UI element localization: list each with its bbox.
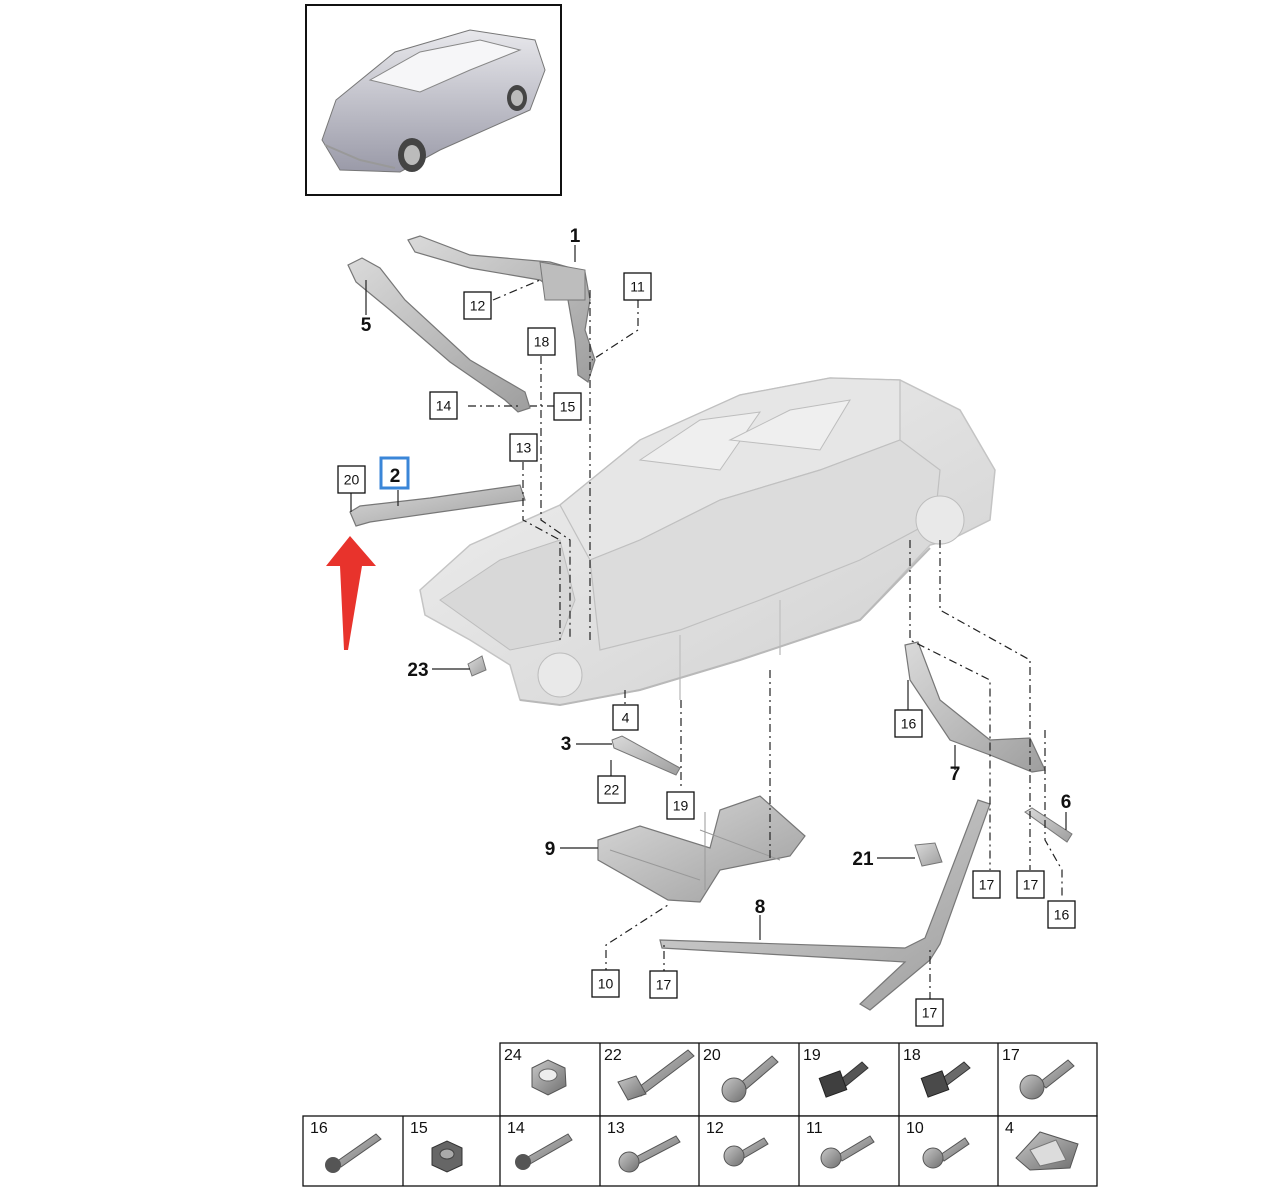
nut-15-icon <box>431 1140 463 1173</box>
grid-label-13: 13 <box>607 1120 625 1137</box>
bolt-16-icon <box>325 1133 382 1173</box>
svg-text:15: 15 <box>560 399 576 415</box>
svg-text:14: 14 <box>436 398 452 414</box>
part-2-brace <box>349 484 526 527</box>
svg-text:20: 20 <box>344 472 360 488</box>
callout-2: 2 <box>390 466 401 487</box>
boxed-callout-17: 17 <box>915 998 944 1027</box>
body-shell <box>419 377 996 707</box>
svg-text:17: 17 <box>922 1005 938 1021</box>
boxed-callout-18: 18 <box>527 327 556 356</box>
boxed-callout-10: 10 <box>591 969 620 998</box>
svg-text:17: 17 <box>979 877 995 893</box>
bolt-12-icon <box>723 1137 769 1167</box>
svg-text:19: 19 <box>673 798 689 814</box>
svg-text:11: 11 <box>630 279 645 295</box>
callout-1: 1 <box>570 226 581 247</box>
bolt-14-icon <box>515 1133 573 1170</box>
part-1-strut-tower-brace <box>407 235 596 383</box>
boxed-callout-17: 17 <box>972 870 1001 899</box>
grid-label-4: 4 <box>1005 1120 1014 1137</box>
callouts-bold: 1 2 3 5 6 7 8 9 21 23 <box>361 226 1072 918</box>
boxed-callout-17: 17 <box>1016 870 1045 899</box>
svg-text:16: 16 <box>1054 907 1070 923</box>
callouts-boxed: 4 10 11 12 13 14 15 16 16 17 17 17 17 18… <box>337 272 1076 1027</box>
svg-text:16: 16 <box>901 716 917 732</box>
boxed-callout-12: 12 <box>463 291 492 320</box>
part-8-cross-brace <box>659 799 991 1011</box>
svg-text:13: 13 <box>516 440 532 456</box>
bolt-19-icon <box>818 1061 869 1098</box>
bolt-13-icon <box>618 1135 681 1173</box>
grid-label-22: 22 <box>604 1047 622 1064</box>
part-7-rear-brace <box>904 641 1046 773</box>
boxed-callout-11: 11 <box>623 272 652 301</box>
grid-label-15: 15 <box>410 1120 428 1137</box>
bolt-20-icon <box>721 1055 779 1103</box>
boxed-callout-19: 19 <box>666 791 695 820</box>
svg-text:22: 22 <box>604 782 620 798</box>
boxed-callout-16: 16 <box>1047 900 1076 929</box>
solid-leaders <box>350 245 1067 940</box>
svg-text:18: 18 <box>534 334 550 350</box>
part-9-underbody-plate <box>597 795 806 903</box>
svg-text:4: 4 <box>622 710 630 726</box>
part-6-rod <box>1024 807 1073 843</box>
grid-label-19: 19 <box>803 1047 821 1064</box>
clip-nut-4-icon <box>1015 1131 1079 1171</box>
part-21-bracket <box>914 842 943 867</box>
grid-label-12: 12 <box>706 1120 724 1137</box>
svg-text:12: 12 <box>470 298 486 314</box>
callout-7: 7 <box>950 764 961 785</box>
boxed-callout-22: 22 <box>597 775 626 804</box>
fastener-grid: 24 22 20 19 18 17 16 15 14 13 12 11 10 4 <box>302 1042 1098 1187</box>
part-3-strip <box>611 735 681 776</box>
leader-lines <box>468 279 1063 1000</box>
callout-21: 21 <box>852 849 874 870</box>
callout-8: 8 <box>755 897 766 918</box>
callout-6: 6 <box>1061 792 1072 813</box>
grid-label-24: 24 <box>504 1047 522 1064</box>
bolt-22-icon <box>617 1049 695 1101</box>
part-5-brace <box>347 257 531 413</box>
grid-label-11: 11 <box>806 1120 823 1137</box>
boxed-callout-17: 17 <box>649 970 678 999</box>
svg-text:10: 10 <box>598 976 614 992</box>
callout-5: 5 <box>361 315 372 336</box>
vehicle-thumbnail <box>305 4 562 196</box>
bolt-17-icon <box>1019 1059 1075 1100</box>
highlight-box <box>379 456 410 490</box>
grid-label-14: 14 <box>507 1120 525 1137</box>
boxed-callout-14: 14 <box>429 391 458 420</box>
bolt-10-icon <box>922 1137 970 1169</box>
bolt-11-icon <box>820 1135 875 1169</box>
boxed-callout-20: 20 <box>337 465 366 494</box>
part-23-bracket <box>467 655 487 677</box>
boxed-callout-16: 16 <box>894 709 923 738</box>
nut-24-icon <box>531 1059 567 1096</box>
callout-23: 23 <box>407 660 428 681</box>
boxed-callout-13: 13 <box>509 433 538 462</box>
red-pointer-arrow <box>326 536 376 650</box>
grid-label-17: 17 <box>1002 1047 1020 1064</box>
grid-label-20: 20 <box>703 1047 721 1064</box>
callout-9: 9 <box>545 839 556 860</box>
bolt-18-icon <box>920 1061 971 1098</box>
boxed-callout-15: 15 <box>553 392 582 421</box>
callout-3: 3 <box>561 734 572 755</box>
svg-text:17: 17 <box>656 977 672 993</box>
grid-label-18: 18 <box>903 1047 921 1064</box>
boxed-callout-4: 4 <box>612 704 639 731</box>
grid-label-10: 10 <box>906 1120 924 1137</box>
svg-text:17: 17 <box>1023 877 1039 893</box>
grid-label-16: 16 <box>310 1120 328 1137</box>
